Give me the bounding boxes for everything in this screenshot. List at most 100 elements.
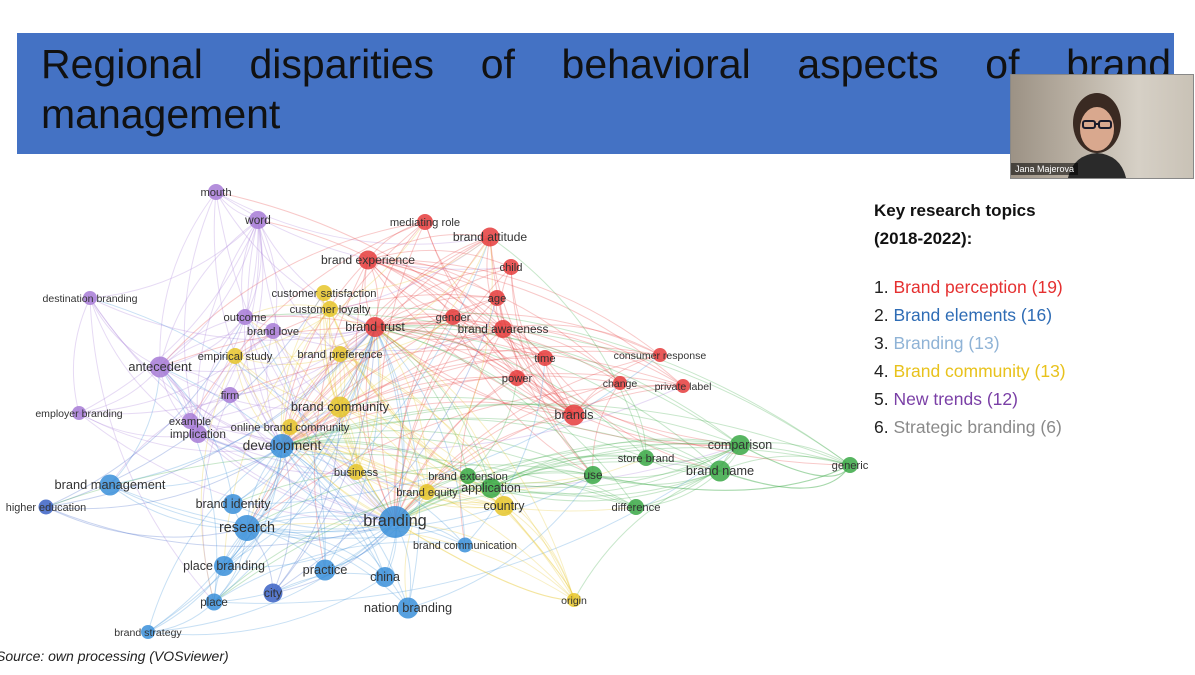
webcam-thumbnail[interactable]: Jana Majerova [1010,74,1194,179]
network-edge [246,474,594,539]
topic-label: New trends (12) [893,389,1018,409]
network-node [676,379,690,393]
network-edge [339,236,491,355]
network-edge [257,219,376,328]
network-edge [247,219,283,447]
network-node [314,559,336,581]
network-node [489,290,505,306]
network-edge [324,308,341,408]
network-edge [223,308,331,567]
network-edge [374,322,546,359]
network-edge [339,236,491,408]
network-node [445,309,461,325]
network-edge [234,355,341,408]
network-node [613,376,627,390]
network-edge [407,474,594,609]
network-node [141,625,155,639]
network-node-label: customer loyalty [290,304,371,316]
network-edge [339,345,661,408]
network-edge [257,219,278,332]
network-edge [246,523,575,601]
network-edge [159,219,259,368]
network-edge [502,328,621,384]
network-edge [510,266,594,476]
network-edge [489,236,575,416]
network-node [494,496,514,516]
network-edge [89,297,396,523]
network-edge [189,221,426,422]
network-edge [394,447,851,523]
network-edge [223,236,491,567]
network-edge [281,221,426,447]
network-edge [394,521,575,601]
network-edge [289,353,341,428]
network-edge [394,455,647,523]
network-edge [374,326,637,508]
network-node [503,259,519,275]
network-edge [244,219,262,318]
network-edge [496,297,575,416]
network-node-label: employer branding [35,408,122,420]
network-edge [394,461,721,523]
network-edge [213,191,283,447]
network-node-label: difference [612,502,661,514]
network-edge [459,328,504,546]
network-node-label: brand equity [396,487,458,499]
network-edge [374,326,575,416]
network-edge [213,487,492,603]
network-edge [159,219,259,368]
network-edge [374,326,469,477]
network-edge [502,328,684,387]
network-node [223,494,243,514]
network-edge [197,316,246,435]
network-node [227,348,243,364]
network-edge [374,326,741,446]
network-edge [147,445,283,633]
network-edge [89,297,376,341]
network-edge [339,236,491,408]
network-edge [223,326,376,567]
network-node [234,515,260,541]
network-edge [234,355,396,523]
network-edge [234,221,426,357]
network-node [249,211,267,229]
network-edge [281,418,647,459]
network-node [265,323,281,339]
network-edge [739,442,851,466]
network-node [316,285,332,301]
network-node-label: customer satisfaction [271,288,376,300]
network-node-label: generic [832,460,869,472]
network-node-label: change [603,378,638,390]
topic-label: Strategic branding (6) [893,417,1062,437]
network-edge [489,236,594,476]
network-node-label: power [502,373,533,385]
network-edge [719,455,851,472]
network-node-label: time [534,353,555,365]
topic-item: 2. Brand elements (16) [874,301,1174,329]
network-node [99,474,121,496]
network-edge [215,191,575,416]
network-edge [159,316,246,368]
network-edge [244,315,575,416]
network-edge [374,315,504,330]
network-edge [503,505,575,601]
network-node [567,593,581,607]
network-edge [374,326,721,472]
network-edge [516,377,741,447]
network-edge [374,236,491,328]
network-node-label: gender [436,312,471,324]
network-edge [257,219,518,379]
topics-list: 1. Brand perception (19) 2. Brand elemen… [874,273,1174,441]
network-node-label: online brand community [231,422,350,434]
network-edge [281,328,504,447]
network-edge [374,266,512,328]
network-edge [234,355,505,507]
network-node [730,435,750,455]
network-edge [246,464,594,529]
network-node-label: brand name [686,463,754,478]
network-edge [374,326,420,609]
network-edge [592,444,741,478]
network-node-label: china [370,570,400,584]
network-edge [467,444,741,488]
network-edge [380,221,426,523]
